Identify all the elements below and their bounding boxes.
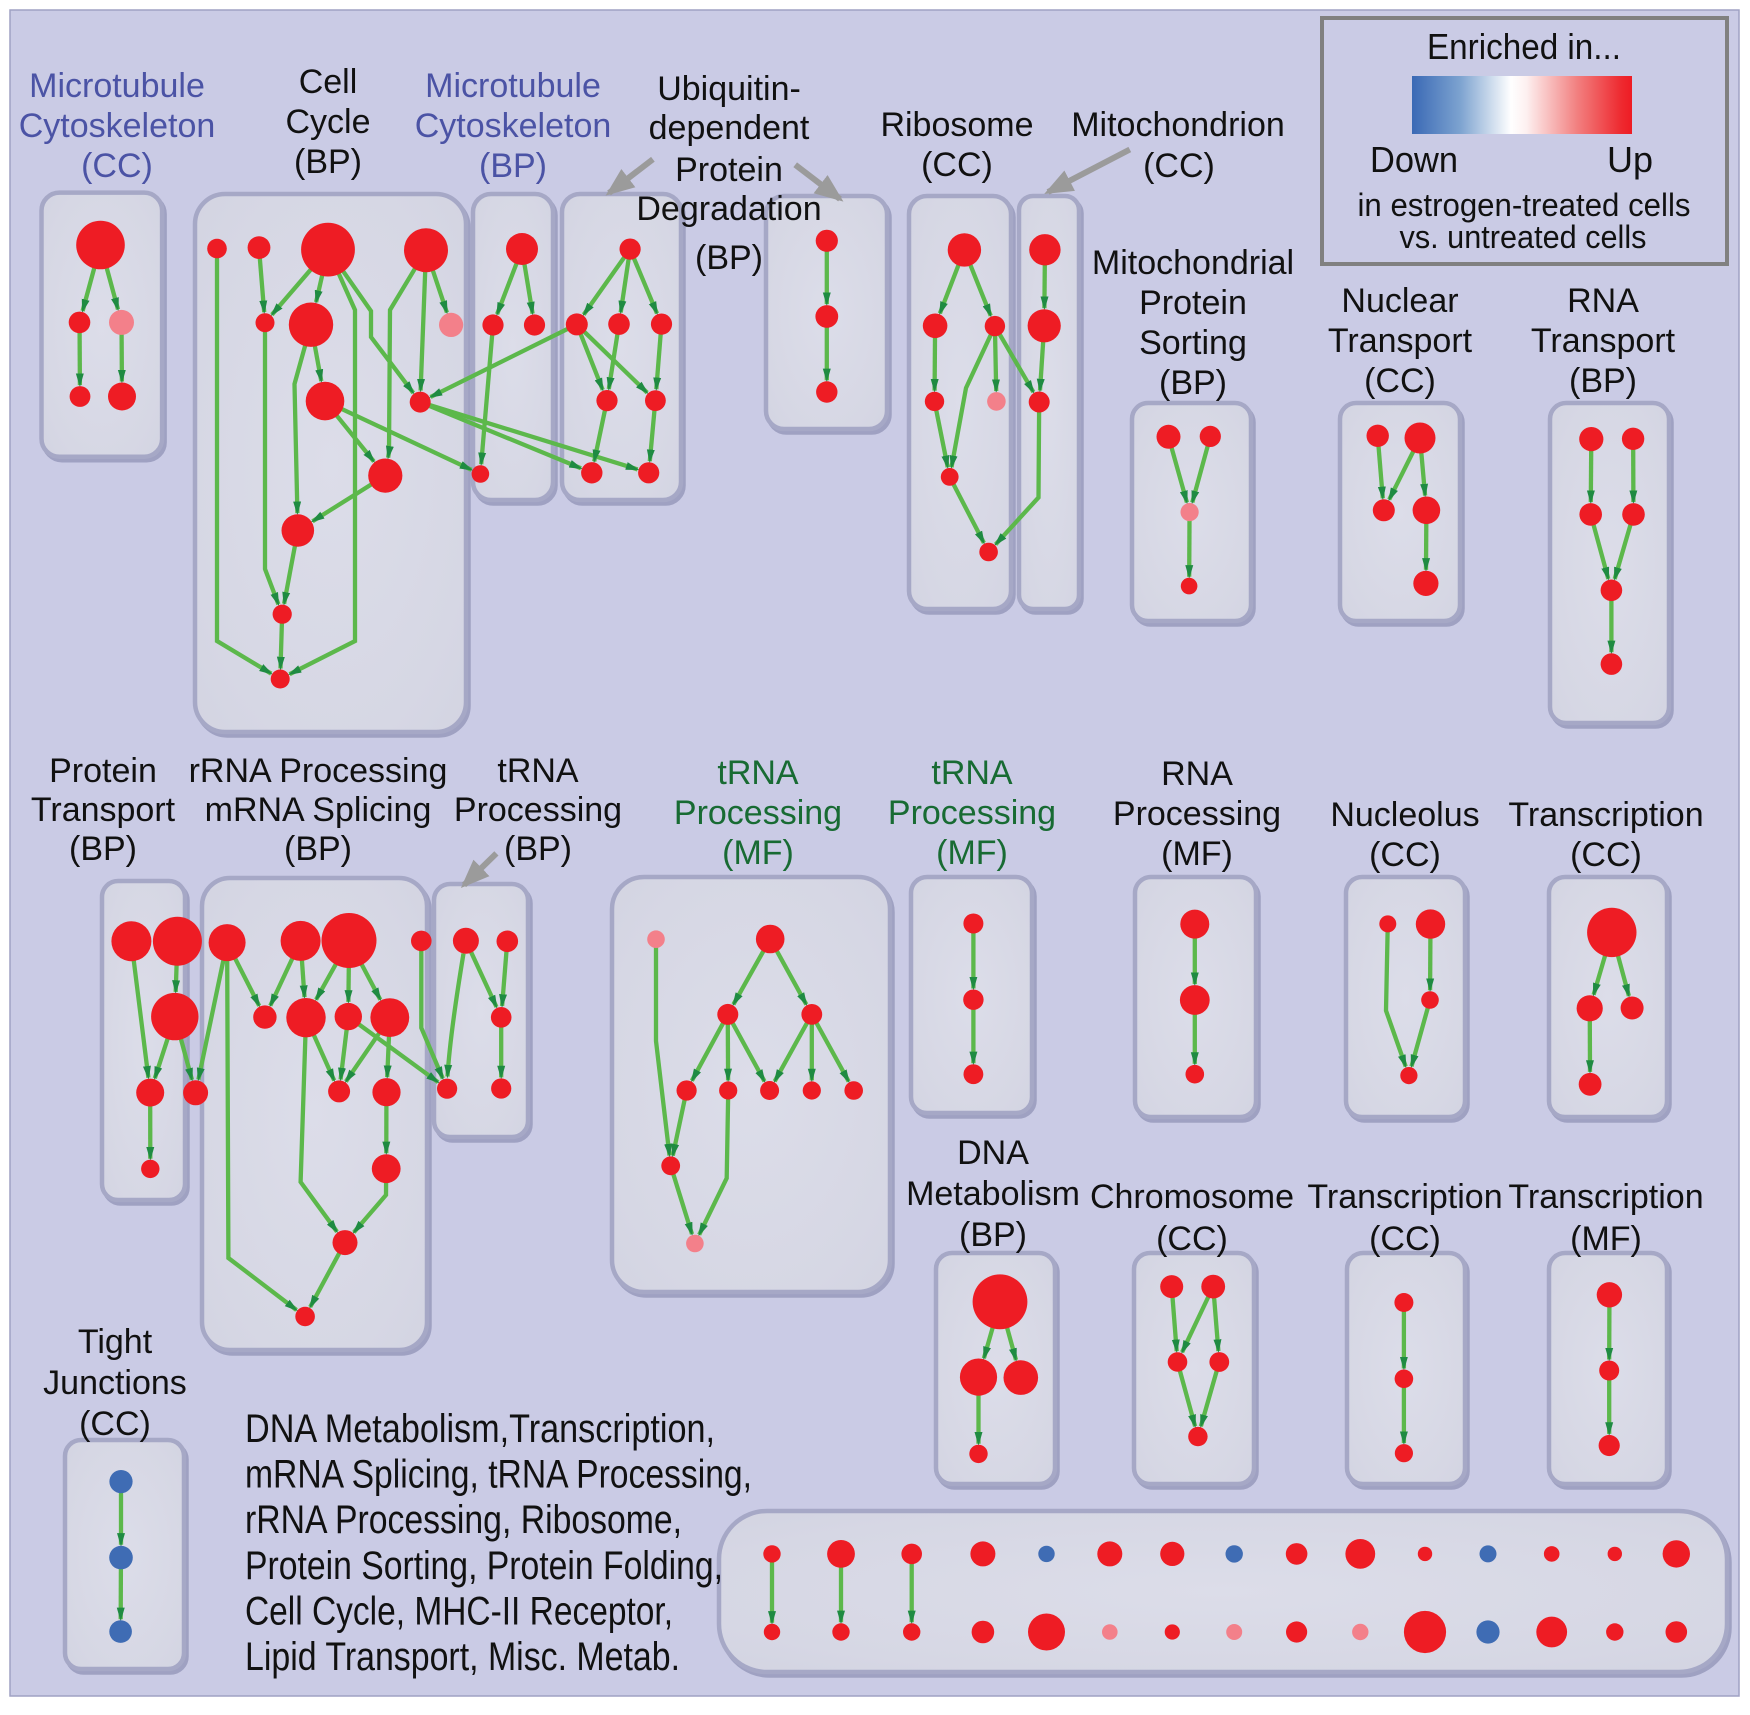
svg-text:Transcription: Transcription (1508, 796, 1703, 834)
svg-text:(CC): (CC) (81, 147, 153, 185)
svg-text:(BP): (BP) (1159, 364, 1227, 402)
svg-text:Processing: Processing (1113, 795, 1281, 833)
svg-text:Cell Cycle, MHC-II Receptor,: Cell Cycle, MHC-II Receptor, (245, 1589, 673, 1633)
svg-text:Ribosome: Ribosome (880, 106, 1033, 144)
svg-text:rRNA Processing, Ribosome,: rRNA Processing, Ribosome, (245, 1498, 682, 1542)
svg-text:Nucleolus: Nucleolus (1330, 796, 1479, 834)
svg-text:(BP): (BP) (284, 830, 352, 868)
svg-text:tRNA: tRNA (931, 754, 1013, 792)
svg-text:Enriched in...: Enriched in... (1427, 26, 1621, 67)
svg-text:(MF): (MF) (722, 834, 794, 872)
svg-text:mRNA Splicing: mRNA Splicing (205, 791, 432, 829)
svg-text:Processing: Processing (888, 794, 1056, 832)
svg-text:(CC): (CC) (1364, 362, 1436, 400)
svg-text:tRNA: tRNA (497, 752, 579, 790)
svg-text:Transport: Transport (1531, 322, 1676, 360)
svg-text:RNA: RNA (1161, 755, 1233, 793)
svg-text:Nuclear: Nuclear (1341, 282, 1458, 320)
svg-text:DNA: DNA (957, 1134, 1029, 1172)
svg-text:Transcription: Transcription (1307, 1178, 1502, 1216)
svg-text:Mitochondrial: Mitochondrial (1092, 244, 1294, 282)
svg-text:Processing: Processing (454, 791, 622, 829)
svg-text:(BP): (BP) (294, 143, 362, 181)
svg-text:Protein Sorting, Protein Foldi: Protein Sorting, Protein Folding, (245, 1544, 723, 1588)
svg-text:Microtubule: Microtubule (425, 67, 601, 105)
svg-text:Cycle: Cycle (285, 103, 370, 141)
svg-text:Cell: Cell (299, 63, 358, 101)
svg-text:Microtubule: Microtubule (29, 67, 205, 105)
svg-text:dependent: dependent (649, 109, 810, 147)
svg-text:(CC): (CC) (1156, 1220, 1228, 1258)
svg-text:vs. untreated cells: vs. untreated cells (1400, 219, 1647, 255)
svg-text:(BP): (BP) (504, 830, 572, 868)
svg-text:Transport: Transport (1328, 322, 1473, 360)
svg-text:(CC): (CC) (1143, 147, 1215, 185)
svg-text:mRNA Splicing, tRNA Processing: mRNA Splicing, tRNA Processing, (245, 1453, 752, 1497)
svg-text:Tight: Tight (78, 1323, 153, 1361)
svg-text:tRNA: tRNA (717, 754, 799, 792)
svg-text:Up: Up (1607, 139, 1653, 180)
svg-text:(CC): (CC) (79, 1405, 151, 1443)
svg-text:Transport: Transport (31, 791, 176, 829)
svg-text:(BP): (BP) (479, 147, 547, 185)
svg-text:(CC): (CC) (1570, 836, 1642, 874)
svg-text:Junctions: Junctions (43, 1364, 187, 1402)
svg-text:(MF): (MF) (936, 834, 1008, 872)
svg-text:in estrogen-treated cells: in estrogen-treated cells (1358, 187, 1691, 223)
svg-text:Protein: Protein (1139, 284, 1247, 322)
svg-text:Protein: Protein (49, 752, 157, 790)
svg-text:Chromosome: Chromosome (1090, 1178, 1294, 1216)
svg-text:Ubiquitin-: Ubiquitin- (657, 70, 801, 108)
svg-text:Transcription: Transcription (1508, 1178, 1703, 1216)
svg-text:Processing: Processing (674, 794, 842, 832)
svg-text:RNA: RNA (1567, 282, 1639, 320)
svg-text:(BP): (BP) (1569, 362, 1637, 400)
svg-text:(CC): (CC) (1369, 836, 1441, 874)
svg-text:rRNA Processing: rRNA Processing (189, 752, 448, 790)
svg-text:(CC): (CC) (921, 146, 993, 184)
svg-text:Degradation: Degradation (636, 190, 821, 228)
svg-text:Sorting: Sorting (1139, 324, 1247, 362)
svg-text:Metabolism: Metabolism (906, 1175, 1080, 1213)
svg-text:(CC): (CC) (1369, 1220, 1441, 1258)
svg-text:Protein: Protein (675, 151, 783, 189)
svg-text:(BP): (BP) (959, 1216, 1027, 1254)
svg-text:(MF): (MF) (1570, 1220, 1642, 1258)
svg-text:(MF): (MF) (1161, 835, 1233, 873)
svg-text:Down: Down (1370, 139, 1458, 180)
svg-text:Mitochondrion: Mitochondrion (1071, 106, 1285, 144)
svg-text:DNA Metabolism,Transcription,: DNA Metabolism,Transcription, (245, 1407, 715, 1451)
svg-text:(BP): (BP) (695, 239, 763, 277)
svg-text:(BP): (BP) (69, 830, 137, 868)
svg-text:Cytoskeleton: Cytoskeleton (19, 107, 216, 145)
svg-text:Cytoskeleton: Cytoskeleton (415, 107, 612, 145)
svg-text:Lipid Transport, Misc. Metab.: Lipid Transport, Misc. Metab. (245, 1635, 680, 1679)
